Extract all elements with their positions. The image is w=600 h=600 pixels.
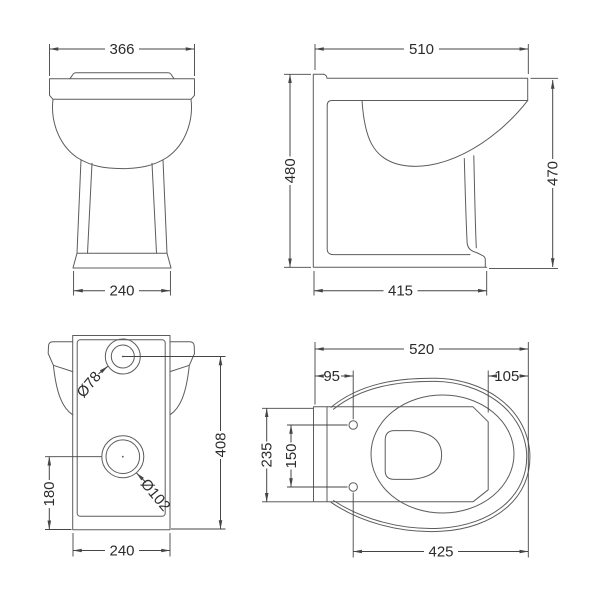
deck-outline [313, 406, 489, 503]
pedestal-right-leg [151, 159, 168, 254]
dimension-rear-base-width: 240 [72, 543, 171, 560]
inner-wall-line [326, 100, 471, 256]
plan-view: 520 95 105 235 150 425 [259, 341, 531, 560]
right-wing-outline [169, 341, 195, 416]
dimension-label-510: 510 [409, 41, 434, 58]
bowl-profile-curve [361, 100, 528, 167]
dimension-label-520: 520 [409, 341, 434, 358]
seat-outer-outline [330, 377, 531, 533]
back-panel-inner-line [76, 339, 166, 517]
seat-top-outline [323, 73, 529, 101]
seat-inner-outline [333, 380, 528, 529]
leader-outlet-diameter: Ø102 [136, 472, 174, 515]
pedestal-left-leg [76, 159, 93, 254]
hinge-hole-top [348, 420, 358, 430]
cistern-lid-outline [69, 72, 175, 80]
dimension-side-height-back: 480 [282, 74, 299, 268]
dimension-plan-plate-depth: 235 [259, 408, 276, 503]
dimension-rear-inlet-height: 408 [212, 356, 229, 530]
leader-inlet-diameter: Ø78 [74, 365, 109, 401]
water-spot-outline [384, 430, 443, 480]
outlet-hole-outer [101, 435, 145, 479]
dimension-plan-width: 520 [314, 341, 529, 358]
outlet-center-mark [121, 455, 124, 458]
dimension-label-150: 150 [283, 443, 300, 468]
dimension-label-95: 95 [323, 368, 340, 385]
dimension-rear-outlet-height: 180 [41, 456, 58, 530]
extension-lines [49, 44, 195, 296]
dimension-label-105: 105 [494, 368, 519, 385]
left-wing-outline [47, 341, 74, 416]
leader-line [136, 472, 147, 483]
dimension-label-470: 470 [545, 161, 562, 186]
dimension-plan-seat-length: 425 [352, 543, 529, 560]
back-and-floor-outline [312, 73, 488, 268]
dimension-label-366: 366 [109, 41, 134, 58]
leader-line [98, 365, 109, 375]
dimension-label-235: 235 [259, 442, 276, 467]
dimension-side-height-seat: 470 [545, 79, 562, 268]
rear-view: Ø78 Ø102 408 180 240 [41, 335, 229, 560]
dimension-label-180: 180 [41, 481, 58, 506]
dimension-label-425: 425 [428, 543, 453, 560]
hinge-hole-bottom [348, 482, 358, 492]
base-plinth-outline [72, 252, 172, 269]
dimension-label-408: 408 [212, 432, 229, 457]
pedestal-leg-profile [463, 155, 486, 268]
dimension-plan-hinge-inset: 95 [314, 368, 354, 385]
dimension-label-415: 415 [388, 283, 413, 300]
dimension-label-240-front: 240 [109, 283, 134, 300]
front-view: 366 240 [49, 41, 195, 300]
outlet-hole-inner [105, 439, 141, 475]
label-inlet-diameter: Ø78 [74, 368, 105, 401]
extension-lines [284, 44, 558, 296]
dimension-label-480: 480 [282, 158, 299, 183]
seat-shelf-outline [49, 78, 195, 100]
dimension-front-width: 366 [49, 41, 195, 58]
dimension-side-base-depth: 415 [313, 283, 487, 300]
bowl-outline [52, 98, 192, 170]
back-panel-outline [72, 335, 171, 531]
dimension-side-depth: 510 [314, 41, 529, 58]
extension-lines [45, 356, 226, 557]
extension-lines [262, 342, 529, 558]
dimension-plan-front-overhang: 105 [487, 368, 529, 385]
dimension-plan-hinge-spacing: 150 [283, 424, 300, 488]
bowl-opening-outline [370, 394, 515, 514]
dimension-label-240-rear: 240 [109, 543, 134, 560]
dimension-front-base: 240 [73, 283, 171, 300]
label-outlet-diameter: Ø102 [137, 476, 174, 515]
side-view: 510 480 470 415 [282, 41, 562, 300]
